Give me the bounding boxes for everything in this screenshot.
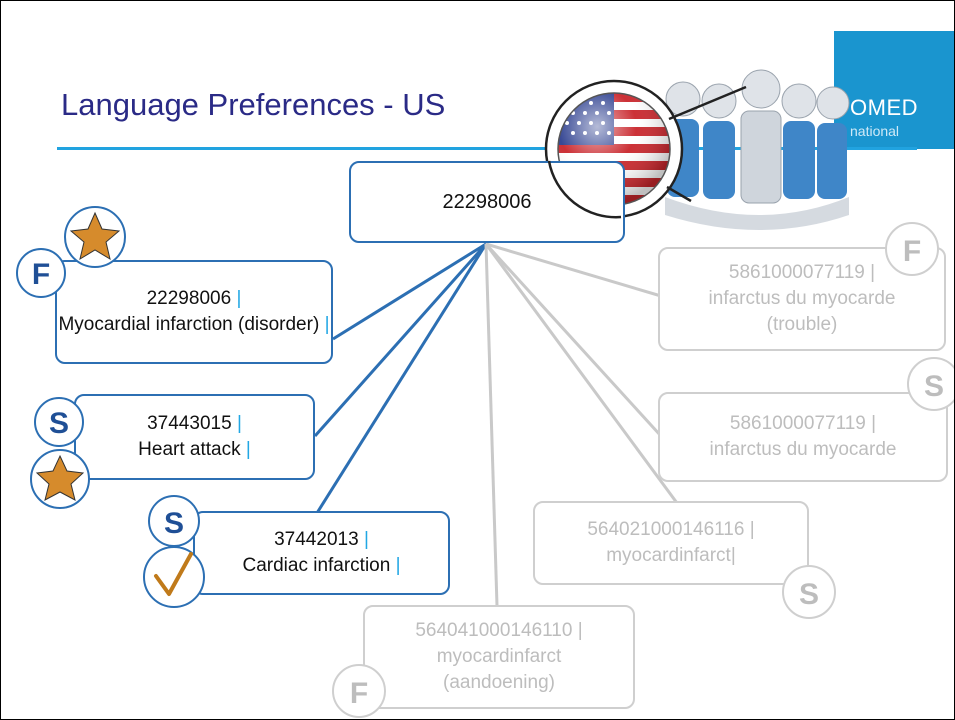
term-box-synonym-acceptable[interactable]: 37442013 | Cardiac infarction |: [193, 511, 450, 595]
team-illustration: [665, 69, 850, 230]
connector-line: [485, 242, 662, 298]
term-text: myocardinfarct: [606, 545, 731, 566]
term-text: Myocardial infarction (disorder): [58, 314, 320, 335]
brand-line-1: OMED: [850, 95, 918, 120]
term-text: infarctus du myocarde: [709, 439, 897, 460]
connector-line: [484, 243, 679, 504]
flag-overlay: [547, 160, 622, 219]
term-box-synonym-preferred[interactable]: 37443015 | Heart attack |: [74, 394, 315, 480]
term-text: infarctus du myocarde (trouble): [708, 288, 896, 335]
term-id: 37443015: [147, 413, 232, 434]
focus-concept-id: 22298006: [442, 191, 532, 213]
term-id: 37442013: [274, 529, 359, 550]
term-box-fr-fsn[interactable]: 5861000077119 | infarctus du myocarde (t…: [658, 247, 946, 351]
term-box-fr-synonym[interactable]: 5861000077119 | infarctus du myocarde: [658, 392, 948, 482]
term-id: 5861000077119: [728, 262, 865, 283]
connector-line: [315, 243, 488, 514]
term-box-nl-fsn[interactable]: 564041000146110 | myocardinfarct (aandoe…: [363, 605, 635, 709]
brand-line-2: national: [850, 123, 900, 139]
term-box-nl-synonym[interactable]: 564021000146116 | myocardinfarct|: [533, 501, 809, 585]
title-underline: [57, 147, 917, 150]
connector-line: [313, 243, 488, 437]
term-id: 564041000146110: [415, 620, 573, 641]
focus-concept-box[interactable]: 22298006: [349, 161, 625, 243]
term-id: 564021000146116: [587, 519, 745, 540]
connector-line: [332, 242, 487, 341]
connector-line: [484, 242, 663, 438]
term-text: Heart attack: [138, 439, 241, 460]
term-text: Cardiac infarction: [242, 555, 391, 576]
connector-line: [484, 243, 499, 607]
brand-logo: OMED national: [834, 31, 954, 149]
slide-title: Language Preferences - US: [61, 87, 446, 122]
term-text: myocardinfarct (aandoening): [436, 646, 562, 693]
term-id: 22298006: [146, 288, 232, 309]
term-box-fsn[interactable]: 22298006 | Myocardial infarction (disord…: [55, 260, 333, 364]
term-id: 5861000077119: [729, 413, 866, 434]
connectors: [313, 242, 679, 607]
